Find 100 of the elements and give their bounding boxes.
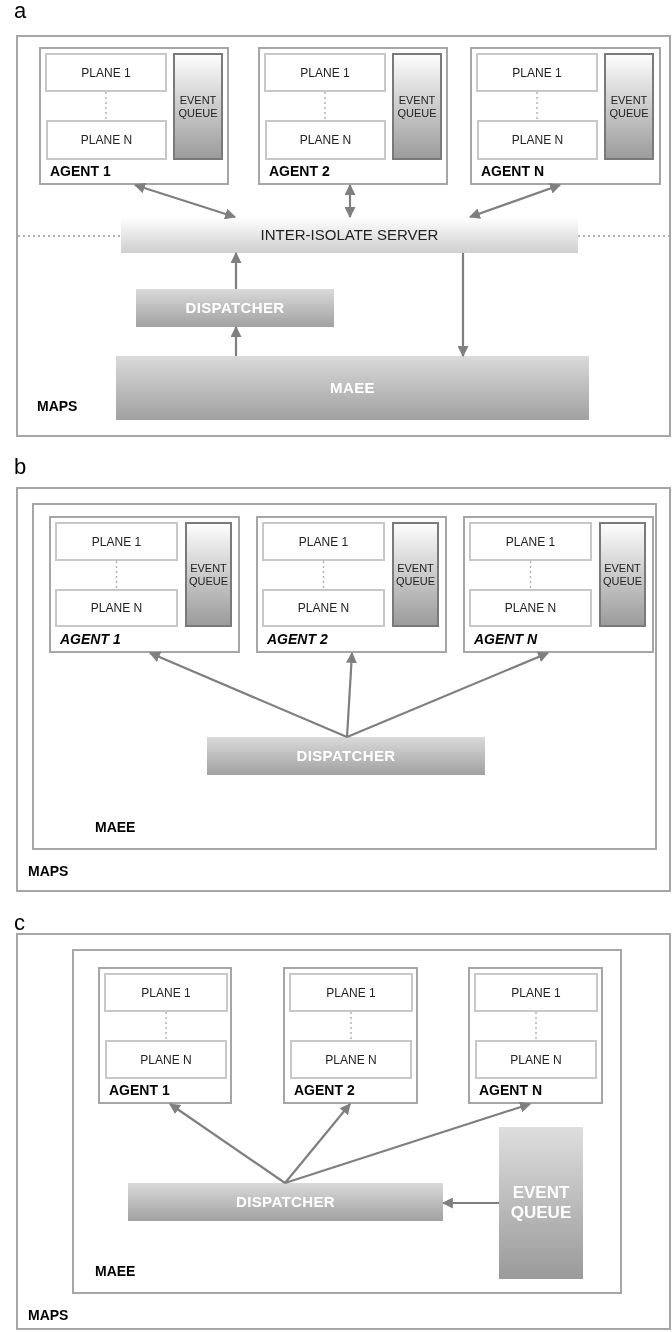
eqbig-label: EVENT QUEUE <box>509 1183 573 1223</box>
grad-label: DISPATCHER <box>296 745 396 766</box>
arrow <box>457 253 469 358</box>
arrow <box>441 1197 499 1209</box>
plane-box <box>45 53 167 92</box>
plane-box <box>289 973 413 1012</box>
agent-label: AGENT 1 <box>109 1081 170 1100</box>
agent-label: AGENT 1 <box>50 162 111 181</box>
plane-box <box>474 973 598 1012</box>
panel-letter: c <box>14 912 25 934</box>
agent-box <box>470 47 661 185</box>
agent-label: AGENT 2 <box>267 630 328 649</box>
plane-box <box>469 522 592 561</box>
plane-label: PLANE N <box>511 132 564 149</box>
plane-label: PLANE 1 <box>141 984 191 1002</box>
plane-label: PLANE 1 <box>512 64 562 82</box>
arrow <box>346 651 549 738</box>
event-queue-box <box>499 1127 583 1279</box>
plane-box <box>262 589 385 627</box>
plane-box <box>262 522 385 561</box>
arrow <box>133 182 237 220</box>
plane-label: PLANE 1 <box>298 533 349 551</box>
dotted-connector <box>535 1011 537 1041</box>
plane-box <box>55 589 178 627</box>
eq-label: EVENT QUEUE <box>177 93 219 120</box>
panel-letter: a <box>14 0 27 22</box>
arrow <box>230 251 242 289</box>
dotted-connector <box>105 91 107 121</box>
event-queue-box <box>392 53 442 160</box>
agent-box <box>98 967 232 1104</box>
agent-label: AGENT N <box>474 630 537 649</box>
container-frame <box>72 949 622 1294</box>
event-queue-box <box>392 522 439 627</box>
dotted-connector <box>322 560 325 590</box>
plane-label: PLANE N <box>140 1051 192 1069</box>
frame-label: MAPS <box>28 862 69 881</box>
plane-label: PLANE 1 <box>91 533 142 551</box>
plane-box <box>476 53 598 92</box>
plane-box <box>105 1040 227 1079</box>
arrow <box>284 1103 351 1184</box>
plane-label: PLANE 1 <box>326 984 376 1002</box>
frame-label: MAPS <box>37 397 78 416</box>
server-bar <box>121 217 578 253</box>
process-bar <box>128 1183 443 1221</box>
plane-label: PLANE 1 <box>300 64 350 82</box>
container-frame <box>32 503 657 850</box>
plane-label: PLANE 1 <box>81 64 131 82</box>
event-queue-box <box>604 53 654 160</box>
agent-label: AGENT N <box>479 1081 542 1100</box>
agent-box <box>49 516 240 653</box>
plane-label: PLANE N <box>504 600 557 617</box>
dotted-connector <box>324 91 326 121</box>
process-bar <box>116 356 589 420</box>
frame-label: MAPS <box>28 1306 69 1325</box>
event-queue-box <box>599 522 646 627</box>
agent-box <box>256 516 447 653</box>
dotted-connector <box>165 1011 167 1041</box>
event-queue-box <box>185 522 232 627</box>
dotted-connector <box>529 560 532 590</box>
arrow <box>284 1101 532 1185</box>
panel-letter: b <box>14 456 27 478</box>
agent-box <box>463 516 654 653</box>
plane-box <box>55 522 178 561</box>
arrow <box>468 183 562 219</box>
plane-label: PLANE 1 <box>505 533 556 551</box>
arrow <box>230 325 242 356</box>
eq-label: EVENT QUEUE <box>601 561 644 588</box>
plane-label: PLANE N <box>510 1051 562 1069</box>
plane-box <box>265 120 386 160</box>
grad-label: DISPATCHER <box>236 1191 335 1212</box>
agent-box <box>39 47 229 185</box>
plane-label: PLANE 1 <box>511 984 561 1002</box>
container-frame <box>16 487 671 892</box>
grad-label: MAEE <box>330 377 375 398</box>
dotted-connector <box>536 91 538 121</box>
plane-label: PLANE N <box>325 1051 377 1069</box>
container-frame <box>16 35 671 437</box>
container-frame <box>16 933 671 1330</box>
plane-box <box>264 53 386 92</box>
grad-label: DISPATCHER <box>185 297 285 318</box>
agent-box <box>283 967 418 1104</box>
agent-label: AGENT N <box>481 162 544 181</box>
server-label: INTER-ISOLATE SERVER <box>260 224 439 245</box>
agent-label: AGENT 2 <box>294 1081 355 1100</box>
agent-box <box>468 967 603 1104</box>
arrow <box>344 183 356 219</box>
dotted-connector <box>350 1011 352 1041</box>
agent-label: AGENT 1 <box>60 630 121 649</box>
plane-box <box>46 120 167 160</box>
plane-box <box>469 589 592 627</box>
plane-box <box>104 973 228 1012</box>
eq-label: EVENT QUEUE <box>608 93 650 120</box>
plane-box <box>290 1040 412 1079</box>
agent-box <box>258 47 448 185</box>
frame-label: MAEE <box>95 1262 136 1281</box>
plane-label: PLANE N <box>299 132 352 149</box>
process-bar <box>136 289 334 327</box>
dotted-connector <box>115 560 118 590</box>
eq-label: EVENT QUEUE <box>396 93 438 120</box>
arrow <box>345 651 357 738</box>
